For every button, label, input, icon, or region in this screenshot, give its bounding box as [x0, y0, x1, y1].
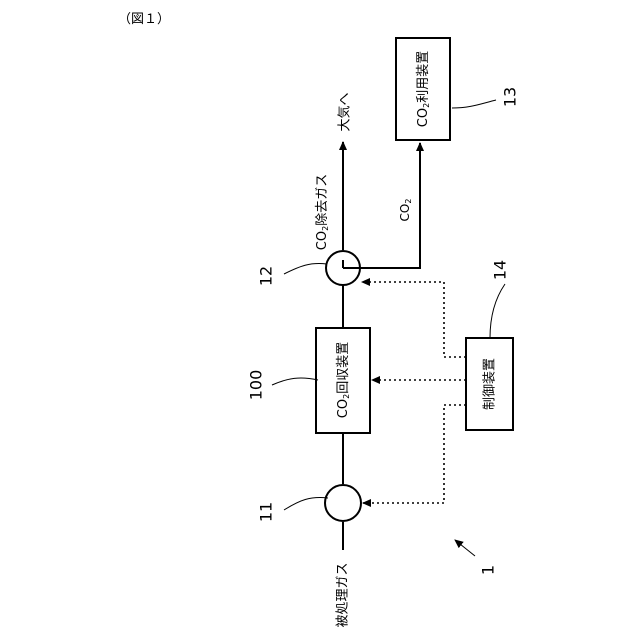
leader-line-valve-12: [284, 263, 327, 274]
leader-line-utilization: [452, 100, 496, 108]
co2-recovery-box-label: CO2回収装置: [336, 342, 351, 418]
output-gas-label: CO2除去ガス: [315, 174, 330, 250]
ref-valve-11: 11: [257, 502, 276, 522]
control-signal-to-valve-12: [362, 282, 466, 357]
ref-utilization: 13: [501, 87, 520, 107]
atmosphere-label: 大気へ: [337, 92, 353, 131]
leader-line-controller: [490, 284, 505, 338]
ref-recovery: 100: [247, 370, 266, 401]
ref-controller: 14: [491, 260, 510, 280]
ref-valve-12: 12: [257, 266, 276, 286]
leader-line-recovery: [272, 378, 318, 385]
input-gas-label: 被処理ガス: [336, 562, 351, 627]
ref-system: 1: [479, 565, 498, 575]
co2-flow-label: CO2: [398, 199, 413, 222]
control-signal-to-valve-11: [363, 405, 466, 503]
controller-box-label: 制御装置: [483, 358, 498, 410]
valve-11: [325, 485, 361, 521]
leader-line-valve-11: [284, 498, 328, 511]
co2-utilization-box-label: CO2利用装置: [416, 51, 431, 127]
system-arrow: [455, 540, 475, 556]
